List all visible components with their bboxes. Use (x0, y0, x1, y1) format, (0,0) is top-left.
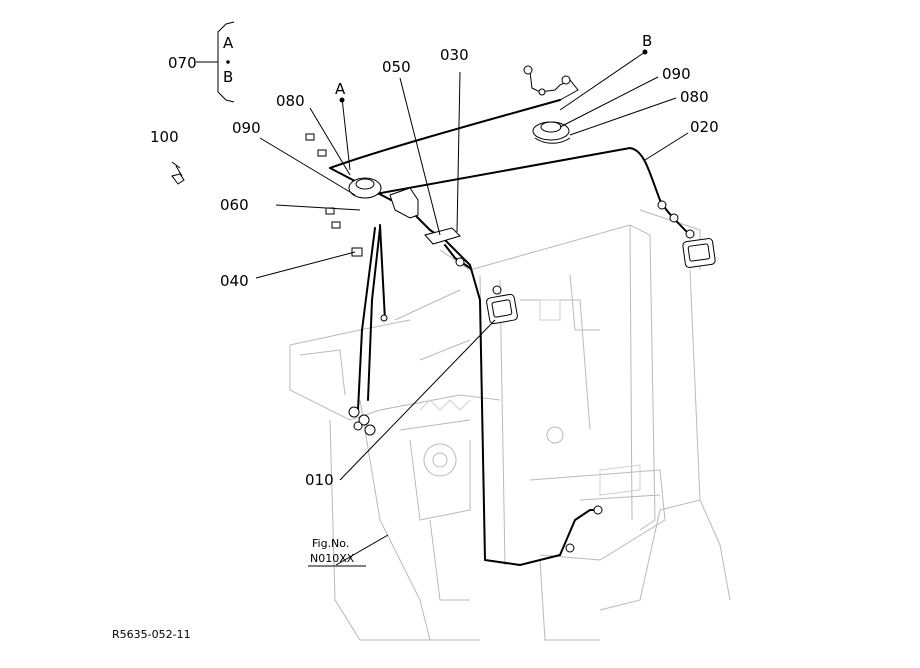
label-020: 020 (690, 118, 719, 136)
callout-labels: 070 A B 080 A 090 100 060 040 050 030 01… (150, 32, 719, 489)
label-ref-a: A (335, 80, 346, 98)
ref-a-dot (339, 97, 345, 103)
label-070-a: A (223, 34, 234, 52)
label-080-right: 080 (680, 88, 709, 106)
label-010: 010 (305, 471, 334, 489)
part-connectors-right (455, 65, 603, 553)
label-030: 030 (440, 46, 469, 64)
part-speaker-left (348, 177, 382, 199)
fig-number: N010XX (310, 552, 355, 565)
label-ref-b: B (642, 32, 652, 50)
label-090-left: 090 (232, 119, 261, 137)
label-040: 040 (220, 272, 249, 290)
label-070-b: B (223, 68, 233, 86)
drawing-code: R5635-052-11 (112, 628, 191, 641)
label-080-left: 080 (276, 92, 305, 110)
label-060: 060 (220, 196, 249, 214)
part-bracket-060 (389, 187, 419, 219)
callout-bracket-070 (217, 21, 235, 103)
part-connectors-left (305, 133, 388, 436)
part-work-lamp-010 (486, 285, 518, 325)
part-connector-030 (424, 227, 461, 245)
part-bolt-100 (171, 161, 185, 185)
part-work-lamp-020 (657, 200, 716, 268)
ref-b-dot (642, 49, 648, 55)
label-100: 100 (150, 128, 179, 146)
label-050: 050 (382, 58, 411, 76)
ref-070-dot (226, 60, 230, 64)
figure-number-block: Fig.No. N010XX (308, 537, 366, 567)
label-070: 070 (168, 54, 197, 72)
label-090-right: 090 (662, 65, 691, 83)
fig-label: Fig.No. (312, 537, 349, 550)
leader-lines (196, 51, 689, 566)
